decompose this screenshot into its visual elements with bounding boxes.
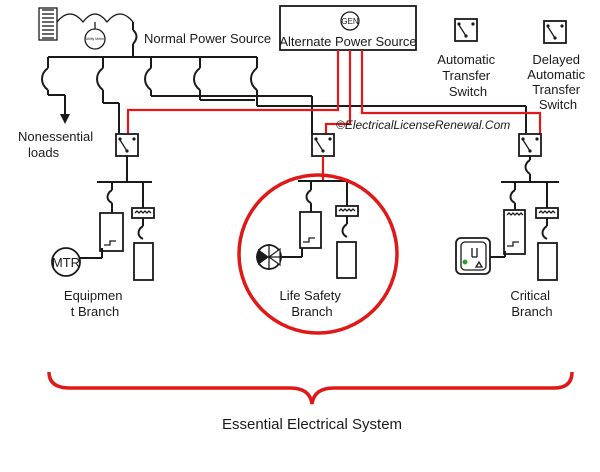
delayed-ats-legend-label: Delayed Automatic Transfer Switch	[527, 52, 588, 112]
alternate-feed-lines	[126, 50, 542, 134]
nonessential-loads-label: Nonessential loads	[18, 129, 97, 160]
normal-bus-feeders	[41, 57, 527, 134]
equipment-branch-panel	[80, 156, 155, 281]
utility-transformer-icon	[38, 7, 58, 41]
critical-branch-panel	[490, 174, 559, 281]
ats-legend-icon	[454, 18, 478, 42]
life-safety-branch-label: Life Safety Branch	[279, 288, 344, 319]
utility-service-line	[56, 13, 134, 24]
equipment-branch-label: Equipmen t Branch	[64, 288, 126, 319]
generator-icon	[340, 11, 360, 31]
generator-label: GEN	[341, 17, 359, 26]
essential-system-brace	[47, 371, 574, 405]
ats-life-safety-icon	[311, 133, 335, 157]
ats-legend-label: Automatic Transfer Switch	[437, 52, 498, 99]
essential-electrical-system-label: Essential Electrical System	[222, 416, 402, 433]
alternate-power-source-label: Alternate Power Source	[279, 34, 416, 49]
exhaust-fan-icon	[256, 244, 282, 270]
ats-critical-icon	[518, 133, 542, 175]
life-safety-branch-panel	[282, 156, 359, 279]
utility-meter-icon: Utility Meter	[84, 28, 106, 50]
receptacle-icon	[455, 237, 491, 275]
motor-icon: MTR	[51, 247, 81, 277]
alternate-power-source-box: GEN Alternate Power Source	[279, 5, 417, 51]
normal-power-source-label: Normal Power Source	[144, 31, 271, 46]
life-safety-highlight-circle	[237, 173, 399, 335]
utility-meter-label: Utility Meter	[86, 37, 105, 41]
delayed-ats-legend-icon	[543, 20, 567, 44]
motor-label: MTR	[52, 255, 80, 270]
critical-branch-label: Critical Branch	[510, 288, 553, 319]
watermark: ©ElectricalLicenseRenewal.Com	[336, 118, 510, 132]
ats-equipment-icon	[115, 133, 139, 157]
nonessential-arrow-icon	[60, 114, 70, 124]
